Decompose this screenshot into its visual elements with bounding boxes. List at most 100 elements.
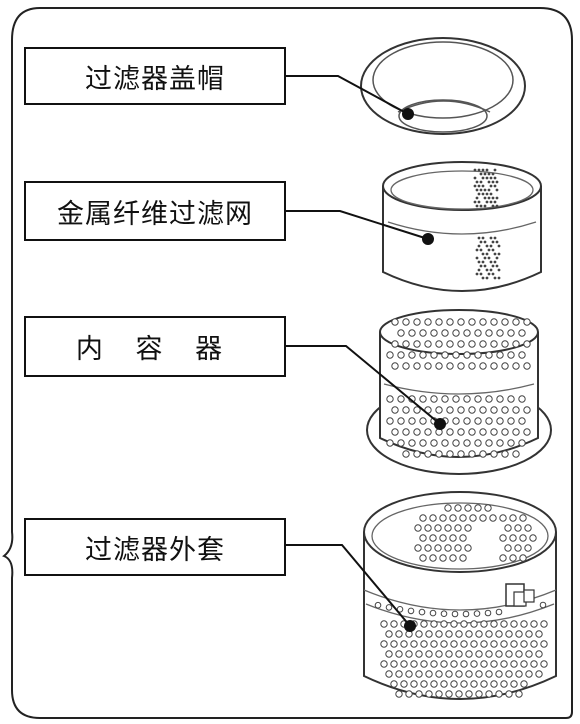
mesh-dot xyxy=(479,188,483,192)
perforation-hole xyxy=(505,670,513,678)
mesh-dot xyxy=(489,184,493,188)
perforation-hole xyxy=(430,395,438,403)
perforation-hole xyxy=(439,534,447,542)
perforation-hole xyxy=(429,609,437,617)
perforation-hole xyxy=(460,680,468,688)
perforation-hole xyxy=(450,660,458,668)
perforation-hole xyxy=(484,504,492,512)
perforation-hole xyxy=(523,406,531,414)
mesh-dot xyxy=(479,180,483,184)
perforation-hole xyxy=(405,670,413,678)
mesh-dot xyxy=(477,200,481,204)
perforation-hole xyxy=(490,428,498,436)
perforation-hole xyxy=(504,524,512,532)
perforation-hole xyxy=(450,640,458,648)
perforation-hole xyxy=(413,362,421,370)
perforation-hole xyxy=(540,620,548,628)
perforation-hole xyxy=(485,670,493,678)
perforation-hole xyxy=(413,428,421,436)
mesh-dot-patch-bottom xyxy=(475,236,501,280)
label-outer-housing: 过滤器外套 xyxy=(24,518,286,576)
mesh-dot xyxy=(495,188,499,192)
mesh-dot xyxy=(481,260,485,264)
perforation-hole xyxy=(480,680,488,688)
perforation-hole xyxy=(460,640,468,648)
perforation-hole xyxy=(446,450,454,458)
outer-housing-holes-band xyxy=(374,601,547,618)
perforation-hole xyxy=(408,351,416,359)
perforation-hole xyxy=(507,439,515,447)
perforation-hole xyxy=(380,640,388,648)
mesh-dot xyxy=(477,268,481,272)
perforation-hole xyxy=(499,514,507,522)
perforation-hole xyxy=(468,406,476,414)
perforation-hole xyxy=(429,514,437,522)
perforation-hole xyxy=(465,670,473,678)
perforation-hole xyxy=(390,620,398,628)
perforation-hole xyxy=(512,362,520,370)
perforation-hole xyxy=(463,439,471,447)
perforation-hole xyxy=(455,630,463,638)
mesh-dot xyxy=(493,200,497,204)
mesh-dot xyxy=(477,192,481,196)
perforation-hole xyxy=(474,329,482,337)
mesh-dot xyxy=(489,260,493,264)
perforation-hole xyxy=(510,640,518,648)
perforation-hole xyxy=(454,504,462,512)
perforation-hole xyxy=(450,680,458,688)
perforation-hole xyxy=(446,428,454,436)
perforation-hole xyxy=(420,640,428,648)
perforation-hole xyxy=(446,362,454,370)
perforation-hole xyxy=(435,670,443,678)
perforation-hole xyxy=(444,504,452,512)
mesh-dot xyxy=(487,196,491,200)
mesh-dot xyxy=(479,172,483,176)
mesh-dot xyxy=(475,180,479,184)
perforation-hole xyxy=(419,514,427,522)
mesh-dot xyxy=(481,168,485,172)
perforation-hole xyxy=(439,514,447,522)
mesh-dot xyxy=(483,264,487,268)
perforation-hole xyxy=(424,544,432,552)
label-filter-cap: 过滤器盖帽 xyxy=(24,47,286,105)
perforation-hole xyxy=(445,630,453,638)
perforation-hole xyxy=(439,554,447,562)
perforation-hole xyxy=(479,514,487,522)
perforation-hole xyxy=(490,362,498,370)
perforation-hole xyxy=(435,340,443,348)
mesh-dot xyxy=(487,172,491,176)
perforation-hole xyxy=(500,660,508,668)
perforation-hole xyxy=(441,439,449,447)
perforation-hole xyxy=(460,620,468,628)
perforation-hole xyxy=(380,660,388,668)
perforation-hole xyxy=(480,640,488,648)
perforation-hole xyxy=(424,524,432,532)
perforation-hole xyxy=(523,362,531,370)
mesh-dot xyxy=(475,256,479,260)
mesh-dot xyxy=(487,248,491,252)
perforation-hole xyxy=(408,417,416,425)
perforation-hole xyxy=(430,620,438,628)
mesh-dot xyxy=(485,192,489,196)
perforation-hole xyxy=(408,329,416,337)
perforation-hole xyxy=(386,351,394,359)
perforation-hole xyxy=(479,362,487,370)
perforation-hole xyxy=(397,395,405,403)
perforation-hole xyxy=(390,660,398,668)
perforation-hole xyxy=(523,318,531,326)
perforation-hole xyxy=(424,340,432,348)
perforation-hole xyxy=(414,544,422,552)
mesh-dot xyxy=(473,200,477,204)
perforation-hole xyxy=(470,680,478,688)
perforation-hole xyxy=(514,524,522,532)
perforation-hole xyxy=(464,524,472,532)
perforation-hole xyxy=(465,650,473,658)
perforation-hole xyxy=(390,640,398,648)
perforation-hole xyxy=(391,318,399,326)
mesh-dot-patch-top xyxy=(473,168,499,208)
perforation-hole xyxy=(435,650,443,658)
mesh-dot xyxy=(487,272,491,276)
perforation-hole xyxy=(530,660,538,668)
perforation-hole xyxy=(425,650,433,658)
